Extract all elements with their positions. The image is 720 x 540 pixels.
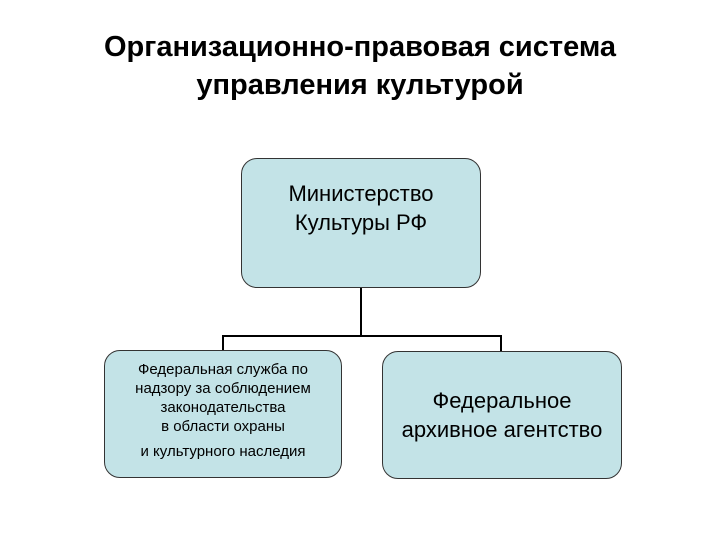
federal-service-node: Федеральная служба по надзору за соблюде… [104,350,342,478]
federal-service-line-3: законодательства [160,399,286,416]
archive-agency-line-1: Федеральное [432,388,572,413]
federal-service-line-2: надзору за соблюдением [135,380,311,397]
federal-service-line-1: Федеральная служба по [137,361,309,378]
ministry-line-2: Культуры РФ [294,210,428,235]
title-line-1: Организационно-правовая система [103,31,617,63]
archive-agency-line-2: архивное агентство [401,417,603,442]
title-line-2: управления культурой [196,69,524,101]
ministry-line-1: Министерство [288,181,434,206]
federal-service-line-5: и культурного наследия [140,443,306,460]
archive-agency-node: Федеральное архивное агентство [382,351,622,479]
ministry-node: Министерство Культуры РФ [241,158,481,288]
diagram-title: Организационно-правовая система управлен… [0,28,720,104]
federal-service-line-4: в области охраны [161,418,285,435]
